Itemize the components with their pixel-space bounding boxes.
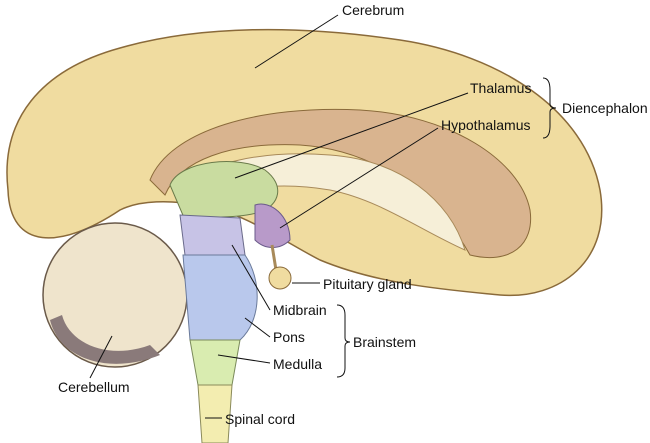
label-medulla: Medulla: [273, 356, 323, 372]
cerebellum-cortex: [50, 315, 160, 364]
pons-shape: [182, 254, 258, 341]
label-spinal-cord: Spinal cord: [225, 411, 296, 427]
label-hypothalamus: Hypothalamus: [441, 117, 531, 133]
label-midbrain: Midbrain: [273, 302, 327, 318]
cerebellum-shape: [42, 222, 188, 368]
corpus-callosum: [149, 108, 532, 259]
pituitary-shape: [268, 266, 292, 290]
label-pituitary-gland: Pituitary gland: [323, 276, 412, 292]
midbrain-shape: [179, 214, 246, 256]
label-diencephalon: Diencephalon: [562, 100, 648, 116]
pituitary-stalk: [270, 244, 278, 271]
spinal-cord-shape: [197, 384, 233, 443]
label-cerebrum: Cerebrum: [342, 2, 405, 18]
label-pons: Pons: [273, 329, 305, 345]
label-brainstem: Brainstem: [353, 334, 417, 350]
label-thalamus: Thalamus: [470, 80, 532, 96]
hypothalamus-shape: [254, 203, 291, 248]
label-cerebellum: Cerebellum: [58, 379, 130, 395]
medulla-shape: [189, 339, 241, 386]
